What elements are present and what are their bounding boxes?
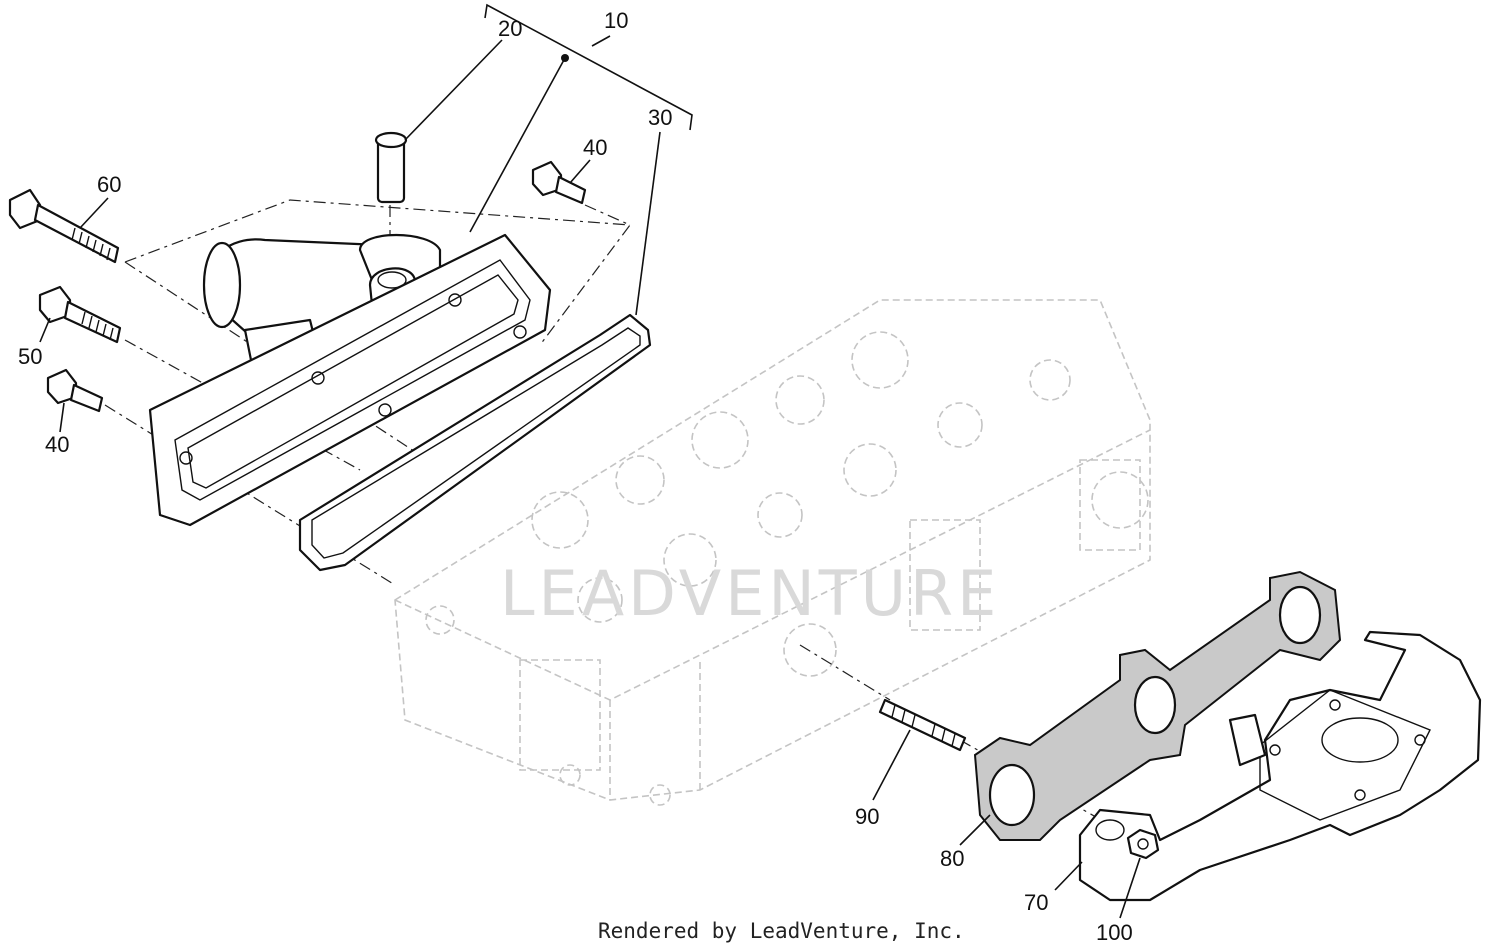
callout-100: 100	[1096, 920, 1133, 945]
callout-80: 80	[940, 846, 964, 871]
callout-40-lower: 40	[45, 432, 69, 457]
gasket	[298, 313, 652, 572]
render-credit: Rendered by LeadVenture, Inc.	[598, 919, 965, 943]
callout-20: 20	[498, 16, 522, 41]
callout-labels: 10 20 30 40 60 50 40 90 80 70 100	[18, 8, 1133, 945]
callout-50: 50	[18, 344, 42, 369]
exhaust-manifold	[1078, 630, 1482, 902]
watermark-text: LEADVENTURE	[500, 557, 1000, 630]
bolt-50	[38, 285, 122, 344]
callout-90: 90	[855, 804, 879, 829]
callout-70: 70	[1024, 890, 1048, 915]
stud-90	[878, 698, 967, 752]
thermostat-housing	[148, 233, 552, 527]
leader-lines	[39, 3, 1141, 919]
callout-30: 30	[648, 105, 672, 130]
sensor-plug	[374, 131, 408, 204]
exhaust-gasket	[973, 570, 1342, 841]
bolt-40-lower	[46, 368, 104, 413]
nut-100	[1126, 828, 1160, 860]
cylinder-head-ghost	[394, 299, 1151, 806]
callout-60: 60	[97, 172, 121, 197]
bolt-40-upper	[531, 160, 587, 205]
callout-40-upper: 40	[583, 135, 607, 160]
bolt-60	[8, 188, 120, 264]
callout-10: 10	[604, 8, 628, 33]
